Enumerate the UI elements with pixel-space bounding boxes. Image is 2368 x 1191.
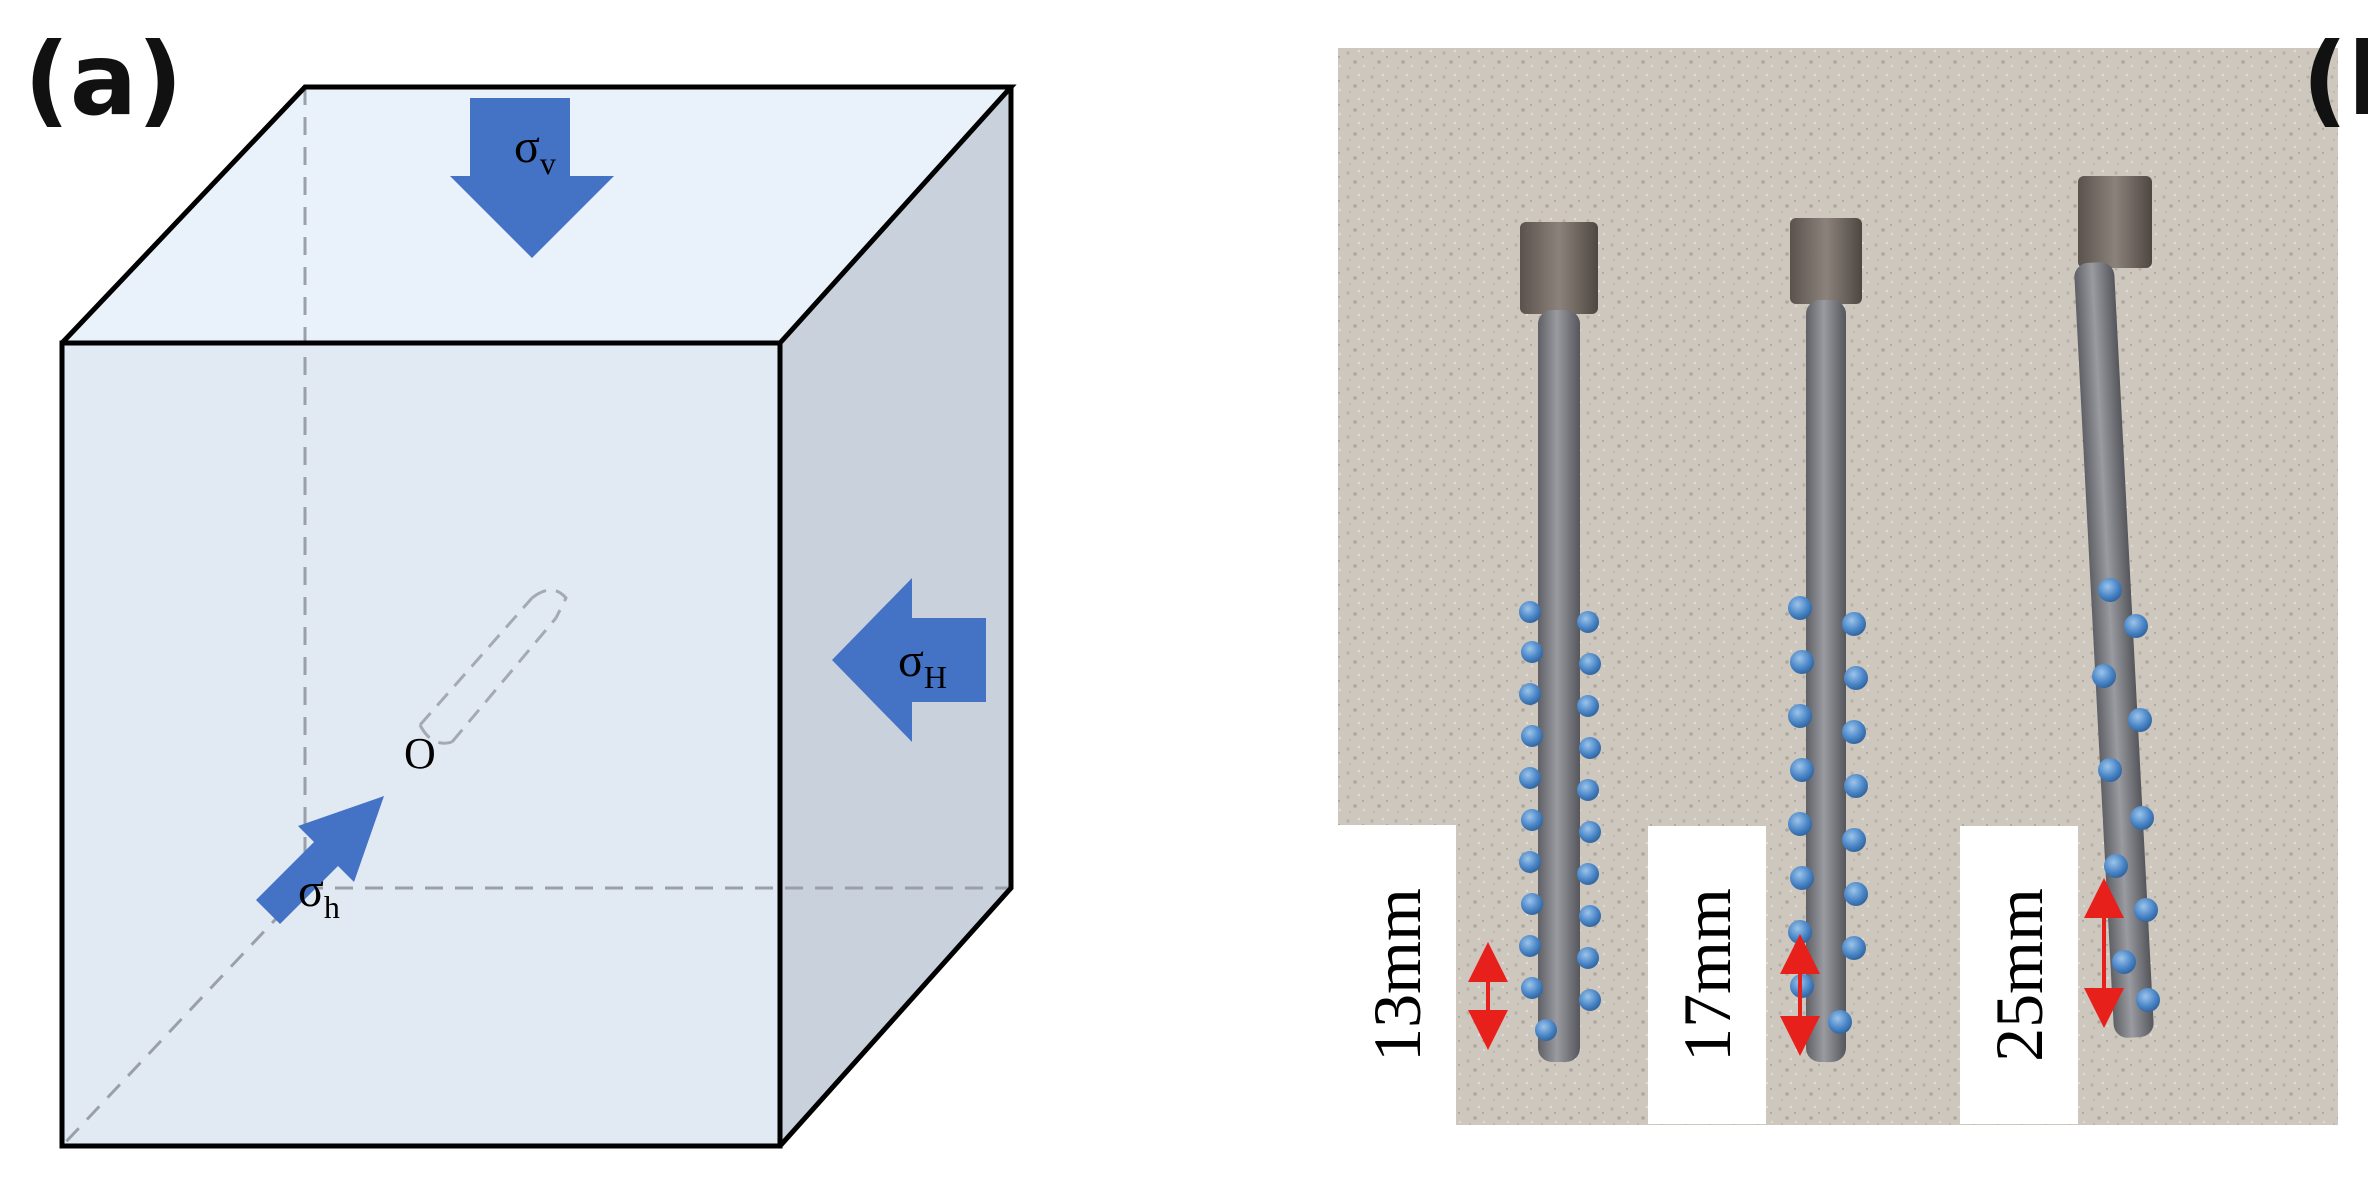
panel-a-label: (a) <box>24 21 183 138</box>
sigma-h-arrow <box>256 796 384 924</box>
sigma-h-symbol: σ <box>298 864 324 917</box>
sigma-h-subscript: h <box>324 889 340 925</box>
spacing-label-17mm: 17mm <box>1648 826 1766 1124</box>
spacing-label-25mm: 25mm <box>1960 826 2078 1124</box>
bolt-photo: 13mm 17mm 25mm <box>1338 48 2338 1125</box>
hidden-edges <box>60 87 1011 1148</box>
sigma-v-symbol: σ <box>514 120 540 173</box>
spacing-text-17mm: 17mm <box>1669 888 1745 1062</box>
sigma-H-subscript: H <box>924 659 947 695</box>
sigma-h-label: σh <box>298 864 340 925</box>
borehole <box>418 588 568 745</box>
sigma-H-arrow <box>832 578 986 742</box>
origin-label: O <box>404 729 436 778</box>
spacing-text-13mm: 13mm <box>1359 888 1435 1062</box>
spacing-text-25mm: 25mm <box>1981 888 2057 1062</box>
cube-visible-edges <box>59 84 1017 1149</box>
bolt-13mm <box>1519 222 1601 1062</box>
panel-b-bolt-photo: (b) <box>1140 0 2368 1186</box>
sigma-v-arrow <box>450 98 614 258</box>
bolt-13mm-beads <box>1519 601 1601 1041</box>
spacing-label-13mm: 13mm <box>1338 825 1456 1125</box>
panel-a-stress-cube: (a) O σv <box>24 21 1017 1149</box>
sigma-H-symbol: σ <box>898 634 924 687</box>
sigma-H-label: σH <box>898 634 947 695</box>
panel-b-label: (b) <box>2302 21 2368 138</box>
sigma-v-subscript: v <box>540 145 556 181</box>
bolt-25mm <box>2074 176 2160 1038</box>
cube-diagram: O σv σH σh <box>59 84 1017 1149</box>
cube-front-face <box>62 343 780 1146</box>
bolt-25mm-beads <box>2092 578 2160 1012</box>
sigma-v-label: σv <box>514 120 556 181</box>
